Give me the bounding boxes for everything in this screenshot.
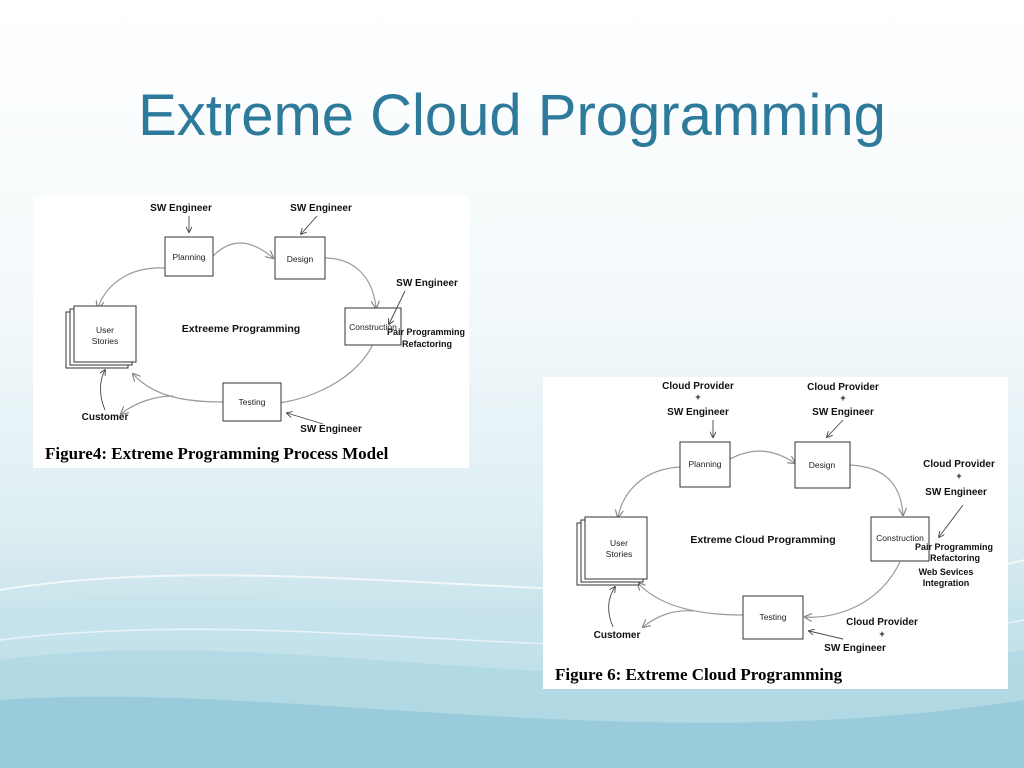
figure6-diagram: User Stories Planning Design Constructio… bbox=[555, 381, 995, 684]
svg-text:Planning: Planning bbox=[172, 252, 205, 262]
svg-text:Cloud Provider: Cloud Provider bbox=[662, 381, 734, 392]
svg-text:Testing: Testing bbox=[239, 397, 266, 407]
cycle-path bbox=[133, 374, 224, 403]
note-label: Pair Programming bbox=[915, 542, 993, 552]
user-stories-label: User bbox=[96, 325, 114, 335]
actor-arrow bbox=[389, 290, 406, 324]
construction-node: Construction bbox=[870, 516, 930, 562]
actor-arrow bbox=[827, 419, 844, 437]
user-stories-label: Stories bbox=[92, 336, 118, 346]
construction-actor: Cloud Provider + SW Engineer bbox=[923, 459, 995, 498]
svg-text:Design: Design bbox=[809, 460, 836, 470]
design-node: Design bbox=[274, 236, 326, 280]
note-label: Integration bbox=[923, 578, 970, 588]
actor-label: SW Engineer bbox=[300, 424, 362, 435]
cycle-path bbox=[805, 561, 901, 617]
planning-actor: Cloud Provider + SW Engineer bbox=[662, 381, 734, 418]
note-label: Pair Programming bbox=[387, 327, 465, 337]
svg-text:SW Engineer: SW Engineer bbox=[812, 407, 874, 418]
cycle-path bbox=[643, 610, 694, 627]
user-stories-node: User Stories bbox=[65, 305, 137, 369]
cycle-path bbox=[212, 242, 273, 258]
planning-node: Planning bbox=[164, 236, 214, 277]
testing-node: Testing bbox=[742, 595, 804, 640]
svg-text:+: + bbox=[840, 393, 845, 403]
svg-text:Cloud Provider: Cloud Provider bbox=[923, 459, 995, 470]
svg-text:Planning: Planning bbox=[688, 459, 721, 469]
customer-label: Customer bbox=[82, 412, 129, 423]
construction-node: Construction bbox=[344, 307, 402, 346]
customer-arrow bbox=[101, 370, 106, 411]
svg-text:SW Engineer: SW Engineer bbox=[824, 643, 886, 654]
testing-actor: Cloud Provider + SW Engineer bbox=[824, 617, 918, 654]
svg-text:+: + bbox=[879, 629, 884, 639]
note-label: Refactoring bbox=[402, 339, 452, 349]
cycle-path bbox=[98, 267, 166, 308]
cycle-path bbox=[618, 466, 681, 517]
user-stories-label: Stories bbox=[606, 549, 632, 559]
testing-node: Testing bbox=[222, 382, 282, 422]
cycle-path bbox=[121, 395, 174, 414]
actor-label: SW Engineer bbox=[290, 203, 352, 214]
user-stories-node: User Stories bbox=[576, 516, 648, 586]
figure-extreme-programming: User Stories Planning Design Constructio… bbox=[33, 196, 469, 468]
slide-title: Extreme Cloud Programming bbox=[138, 83, 886, 148]
figure-caption: Figure 6: Extreme Cloud Programming bbox=[555, 665, 843, 684]
actor-label: SW Engineer bbox=[396, 278, 458, 289]
note-label: Web Sevices bbox=[919, 567, 974, 577]
figure-extreme-cloud-programming: User Stories Planning Design Constructio… bbox=[543, 377, 1008, 689]
figure-caption: Figure4: Extreme Programming Process Mod… bbox=[45, 444, 389, 463]
cycle-path bbox=[729, 450, 795, 463]
svg-text:+: + bbox=[695, 392, 700, 402]
center-label: Extreeme Programming bbox=[182, 323, 300, 335]
design-actor: Cloud Provider + SW Engineer bbox=[807, 382, 879, 418]
cycle-path bbox=[849, 464, 903, 515]
user-stories-label: User bbox=[610, 538, 628, 548]
customer-label: Customer bbox=[594, 630, 641, 641]
cycle-path bbox=[324, 257, 376, 308]
actor-arrow bbox=[939, 504, 964, 537]
design-node: Design bbox=[794, 441, 851, 489]
svg-text:Construction: Construction bbox=[349, 322, 397, 332]
figure4-diagram: User Stories Planning Design Constructio… bbox=[45, 203, 465, 463]
svg-text:SW Engineer: SW Engineer bbox=[925, 487, 987, 498]
planning-node: Planning bbox=[679, 441, 731, 488]
note-label: Refactoring bbox=[930, 553, 980, 563]
svg-text:SW Engineer: SW Engineer bbox=[667, 407, 729, 418]
svg-text:+: + bbox=[956, 471, 961, 481]
customer-arrow bbox=[608, 587, 615, 628]
svg-text:Testing: Testing bbox=[760, 612, 787, 622]
center-label: Extreme Cloud Programming bbox=[690, 534, 835, 546]
actor-arrow bbox=[809, 631, 844, 640]
cycle-path bbox=[638, 583, 744, 616]
svg-text:Design: Design bbox=[287, 254, 314, 264]
svg-text:Construction: Construction bbox=[876, 533, 924, 543]
svg-text:Cloud Provider: Cloud Provider bbox=[846, 617, 918, 628]
svg-text:Cloud Provider: Cloud Provider bbox=[807, 382, 879, 393]
actor-arrow bbox=[301, 215, 318, 234]
actor-label: SW Engineer bbox=[150, 203, 212, 214]
actor-arrow bbox=[287, 413, 324, 425]
